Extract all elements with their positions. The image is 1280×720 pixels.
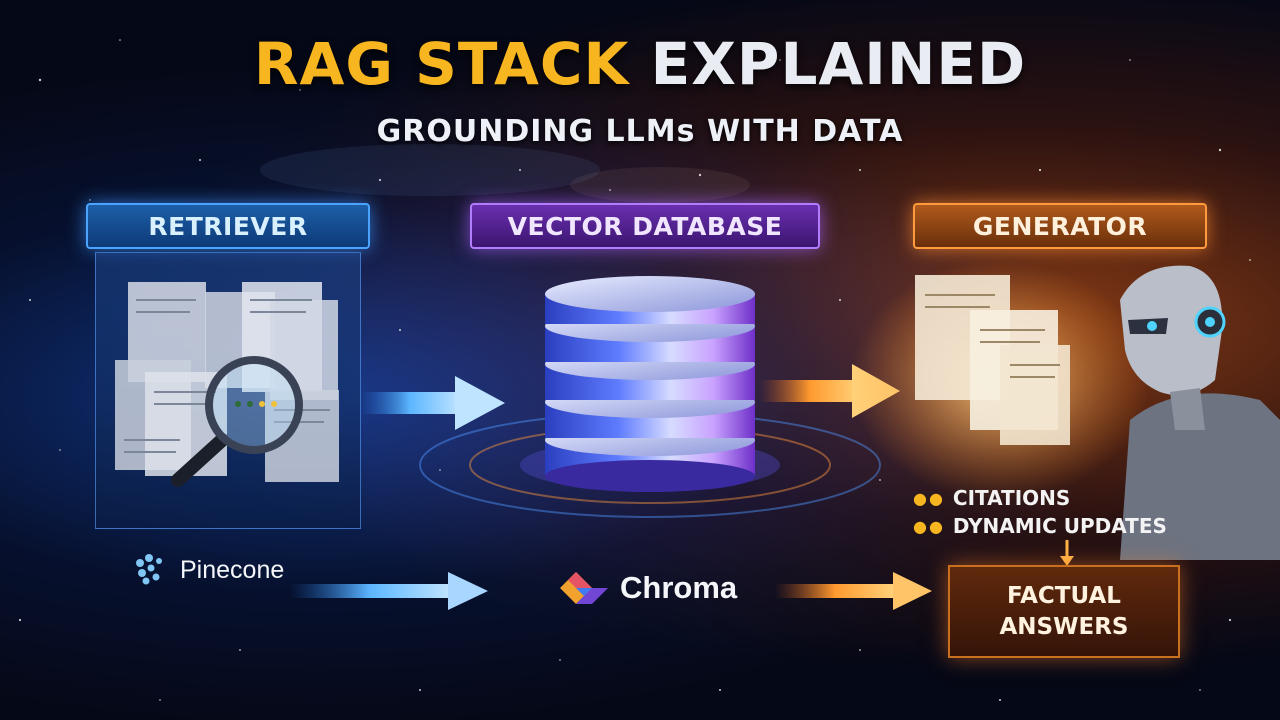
document-icon <box>915 275 1070 445</box>
bullet-icon: ●● <box>913 488 945 508</box>
generator-label: GENERATOR <box>913 203 1207 249</box>
factual-answers-box: FACTUAL ANSWERS <box>948 565 1180 658</box>
pinecone-label: Pinecone <box>180 555 285 584</box>
title-part-1: RAG STACK <box>253 30 630 98</box>
title-part-2: EXPLAINED <box>650 30 1027 98</box>
arrow-right-icon <box>360 376 505 430</box>
pinecone-logo-icon <box>136 554 162 585</box>
pinecone-logo: Pinecone <box>132 553 284 587</box>
main-title: RAG STACK EXPLAINED <box>0 30 1280 98</box>
chroma-label: Chroma <box>620 570 738 605</box>
bullet-icon: ●● <box>913 516 945 536</box>
feature-label: DYNAMIC UPDATES <box>952 514 1167 538</box>
vector-database-label: VECTOR DATABASE <box>470 203 820 249</box>
feature-list: ●● CITATIONS ●● DYNAMIC UPDATES <box>913 484 1167 540</box>
chroma-logo: Chroma <box>556 566 737 610</box>
magnifier-icon <box>171 356 303 487</box>
feature-label: CITATIONS <box>952 486 1071 510</box>
document-icon <box>115 282 339 482</box>
database-icon <box>419 276 881 518</box>
robot-icon <box>1120 265 1280 560</box>
subtitle: GROUNDING LLMs WITH DATA <box>376 114 904 149</box>
feature-item: ●● CITATIONS <box>913 484 1167 512</box>
retriever-label: RETRIEVER <box>86 203 370 249</box>
arrow-right-icon <box>290 572 488 610</box>
arrow-right-icon <box>775 572 932 610</box>
chroma-logo-icon <box>560 572 608 604</box>
feature-item: ●● DYNAMIC UPDATES <box>913 512 1167 540</box>
